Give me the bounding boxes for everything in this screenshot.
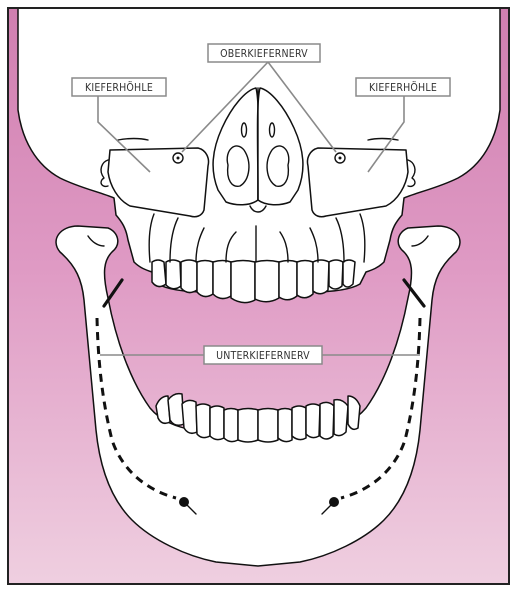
- label-sinus-right-text: KIEFERHÖHLE: [369, 81, 437, 94]
- label-upper-nerve-text: OBERKIEFERNERV: [220, 48, 308, 60]
- label-lower-nerve: UNTERKIEFERNERV: [204, 346, 322, 364]
- label-sinus-left-text: KIEFERHÖHLE: [85, 81, 153, 94]
- label-sinus-right: KIEFERHÖHLE: [356, 78, 450, 96]
- label-lower-nerve-text: UNTERKIEFERNERV: [216, 350, 310, 362]
- label-upper-nerve: OBERKIEFERNERV: [208, 44, 320, 62]
- label-sinus-left: KIEFERHÖHLE: [72, 78, 166, 96]
